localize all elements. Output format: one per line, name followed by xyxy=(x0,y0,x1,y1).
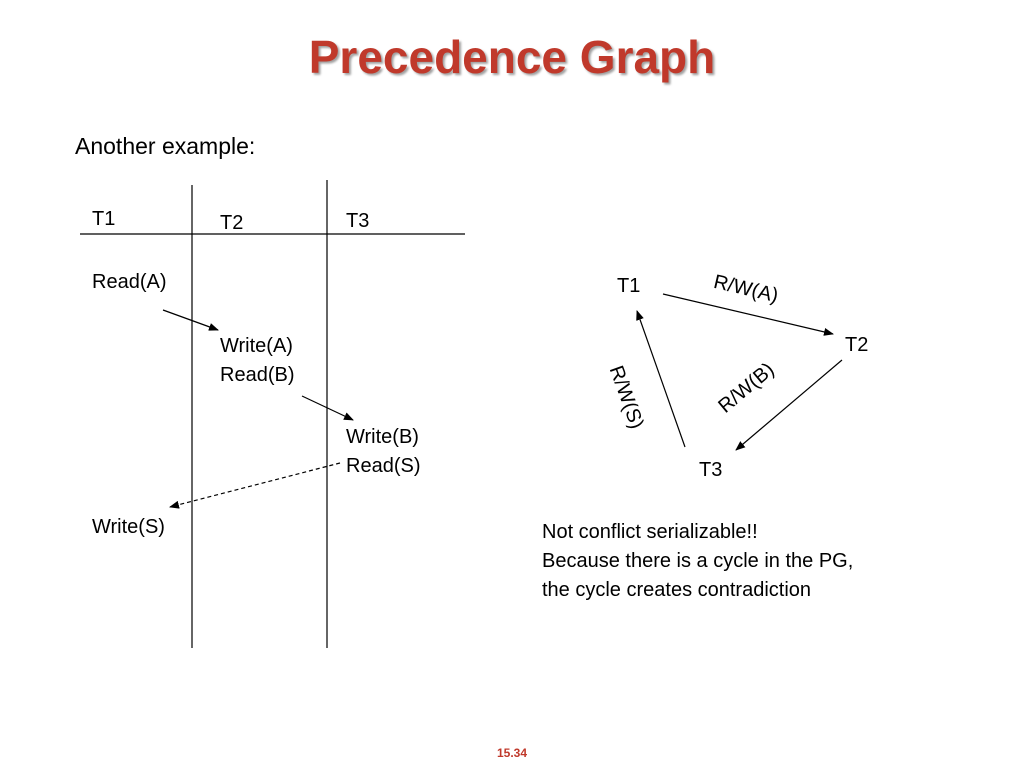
edge-t1-to-t2 xyxy=(662,293,834,336)
conclusion-line-3: the cycle creates contradiction xyxy=(542,579,812,601)
header-t3: T3 xyxy=(346,210,370,232)
op-t1-read-a: Read(A) xyxy=(92,271,167,293)
header-t1: T1 xyxy=(92,208,116,230)
arrow-read-b-to-write-b xyxy=(301,395,354,421)
node-t3: T3 xyxy=(699,459,723,481)
op-t3-write-b: Write(B) xyxy=(346,426,419,448)
conclusion-text: Not conflict serializable!! Because ther… xyxy=(542,518,853,605)
conclusion-line-1: Not conflict serializable!! xyxy=(542,521,758,543)
node-t2: T2 xyxy=(845,334,869,356)
edge-t2-to-t3 xyxy=(735,359,843,451)
op-t1-write-s: Write(S) xyxy=(92,516,165,538)
page-number: 15.34 xyxy=(496,746,528,760)
op-t3-read-s: Read(S) xyxy=(346,455,421,477)
header-t2: T2 xyxy=(220,212,244,234)
conclusion-line-2: Because there is a cycle in the PG, xyxy=(542,550,854,572)
arrow-read-a-to-write-a xyxy=(162,309,219,331)
node-t1: T1 xyxy=(617,275,641,297)
op-t2-write-a: Write(A) xyxy=(220,335,293,357)
op-t2-read-b: Read(B) xyxy=(220,364,295,386)
subtitle: Another example: xyxy=(75,133,256,159)
slide-title: Precedence Graph xyxy=(308,31,716,83)
arrow-read-s-to-write-s xyxy=(169,462,341,509)
edge-t3-to-t1 xyxy=(636,310,686,448)
